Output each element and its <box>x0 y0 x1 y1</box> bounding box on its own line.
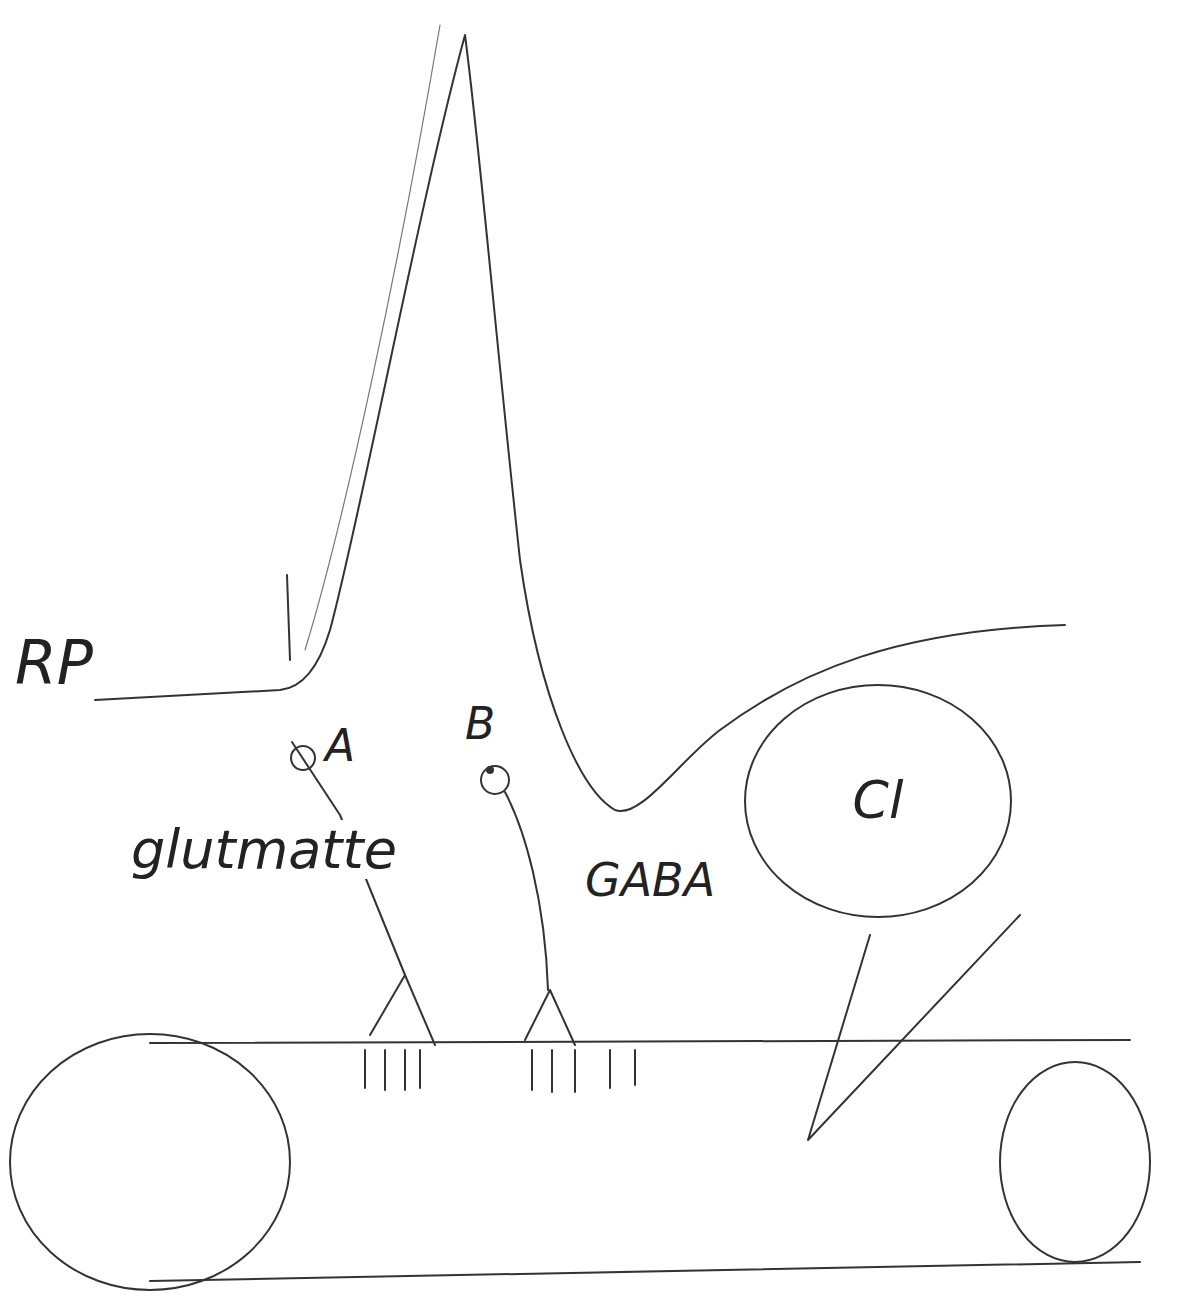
electrode-b <box>481 766 509 794</box>
bubble-ellipse <box>745 685 1011 917</box>
action-potential-trace-second-stroke <box>305 25 440 650</box>
transmitter-label: GABA <box>582 855 718 906</box>
receptor-ticks-b <box>532 1050 635 1092</box>
axon-right-end <box>1000 1062 1150 1262</box>
action-potential-trace <box>95 35 1065 811</box>
ion-label: Cl <box>853 772 904 829</box>
resting-potential-label: RP <box>12 630 96 696</box>
transmitter-label: glutmatte <box>128 820 400 879</box>
callout-tail <box>808 915 1020 1140</box>
synapse-fork-a <box>370 975 435 1045</box>
synapse-fork-b <box>525 990 575 1045</box>
threshold-mark <box>287 575 290 660</box>
axon-left-end <box>10 1034 290 1290</box>
electrode-label: B <box>462 700 498 748</box>
receptor-ticks-a <box>365 1050 420 1090</box>
bubble-text-holder: Cl <box>742 682 1014 920</box>
electrode-b-dot <box>487 767 493 773</box>
ion-bubble: Cl <box>742 682 1014 920</box>
axon-outline <box>150 1040 1140 1281</box>
electrode-label: A <box>322 722 358 770</box>
electrode-b-wire <box>505 792 548 990</box>
